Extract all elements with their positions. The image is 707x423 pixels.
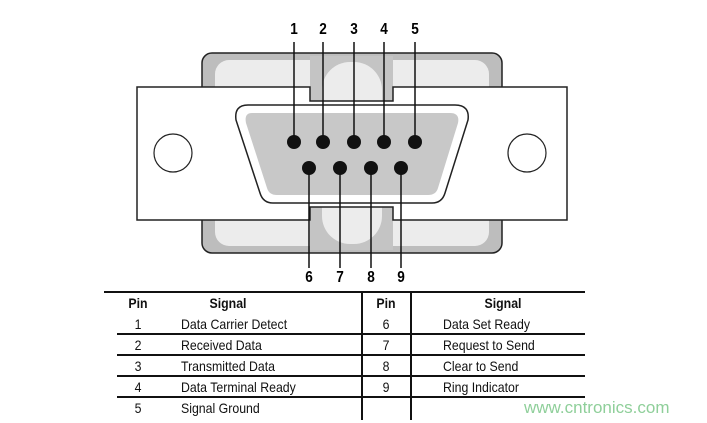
table-row-rule [117, 354, 585, 356]
mounting-hole-right [507, 133, 547, 173]
d-sub-face [245, 113, 459, 195]
header-signal-right: Signal [484, 295, 522, 311]
table-pin-cell: 7 [382, 337, 390, 353]
table-row-rule [117, 333, 585, 335]
header-pin-right: Pin [376, 295, 396, 311]
table-row-rule [117, 375, 585, 377]
pin-label-8: 8 [367, 269, 375, 286]
pin-7 [333, 161, 347, 175]
pin-label-9: 9 [397, 269, 405, 286]
table-pin-cell: 3 [134, 358, 142, 374]
table-pin-cell: 1 [134, 316, 142, 332]
pin-1 [287, 135, 301, 149]
pin-label-6: 6 [305, 269, 313, 286]
table-signal-cell: Ring Indicator [443, 379, 520, 395]
table-pin-cell: 8 [382, 358, 390, 374]
pin-label-4: 4 [380, 21, 388, 38]
table-row-rule [117, 396, 585, 398]
pin-label-3: 3 [350, 21, 358, 38]
pins [287, 42, 422, 268]
table-signal-cell: Request to Send [443, 337, 535, 353]
header-pin-left: Pin [128, 295, 148, 311]
table-top-rule [104, 291, 585, 293]
table-divider-2 [410, 291, 412, 420]
table-pin-cell: 5 [134, 400, 142, 416]
table-signal-cell: Data Terminal Ready [181, 379, 296, 395]
pin-5 [408, 135, 422, 149]
pin-label-2: 2 [319, 21, 327, 38]
table-signal-cell: Transmitted Data [181, 358, 276, 374]
pin-2 [316, 135, 330, 149]
table-signal-cell: Data Carrier Detect [181, 316, 288, 332]
table-divider-1 [361, 291, 363, 420]
pin-label-1: 1 [290, 21, 298, 38]
pin-label-5: 5 [411, 21, 419, 38]
table-signal-cell: Clear to Send [443, 358, 519, 374]
table-signal-cell: Data Set Ready [443, 316, 530, 332]
pin-8 [364, 161, 378, 175]
table-pin-cell: 4 [134, 379, 142, 395]
pin-4 [377, 135, 391, 149]
header-signal-left: Signal [209, 295, 247, 311]
pin-label-7: 7 [336, 269, 344, 286]
pin-3 [347, 135, 361, 149]
table-pin-cell: 6 [382, 316, 390, 332]
table-signal-cell: Signal Ground [181, 400, 260, 416]
pin-9 [394, 161, 408, 175]
table-pin-cell: 2 [134, 337, 142, 353]
table-pin-cell: 9 [382, 379, 390, 395]
mounting-hole-left [153, 133, 193, 173]
watermark: www.cntronics.com [524, 398, 670, 417]
table-signal-cell: Received Data [181, 337, 262, 353]
pin-6 [302, 161, 316, 175]
